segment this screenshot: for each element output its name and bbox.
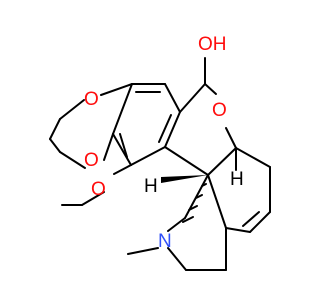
- dioxole-oxygen-bottom-label: O: [84, 150, 99, 171]
- hydroxyl-label: OH: [198, 34, 227, 55]
- bond-lines: [49, 57, 271, 271]
- methoxy-oxygen-label: O: [91, 179, 106, 200]
- hydrogen-lower-label: H: [230, 169, 244, 190]
- stereo-hashed-bond: [182, 183, 207, 223]
- hydrogen-upper-label: H: [144, 176, 158, 197]
- atom-labels: OH O O O O N H H: [84, 34, 244, 252]
- nitrogen-label: N: [158, 231, 172, 252]
- stereo-wedge: [161, 175, 208, 183]
- ring-oxygen-label: O: [212, 100, 227, 121]
- molecule-structure: OH O O O O N H H: [49, 34, 271, 271]
- dioxole-oxygen-top-label: O: [84, 89, 99, 110]
